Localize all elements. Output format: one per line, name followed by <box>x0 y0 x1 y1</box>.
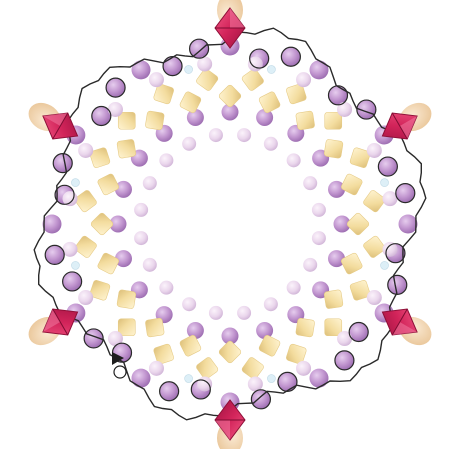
peach-drop-layer <box>23 0 436 449</box>
cream-cylinder-bead <box>74 189 98 213</box>
purple-round-bead <box>310 60 329 79</box>
pale-pink-round-bead <box>159 281 173 295</box>
pale-pink-round-bead <box>296 72 311 87</box>
light-blue-seed-bead <box>71 261 79 269</box>
pale-pink-round-bead <box>143 176 157 190</box>
cream-cylinder-bead <box>296 111 315 130</box>
pale-pink-round-bead <box>237 128 251 142</box>
cream-cylinder-bead <box>241 356 265 380</box>
cream-cylinder-bead <box>362 235 386 259</box>
cream-cylinder-bead <box>195 68 219 92</box>
light-blue-seed-bead <box>185 65 193 73</box>
light-blue-seed-bead <box>381 261 389 269</box>
pale-pink-round-bead <box>264 297 278 311</box>
pale-pink-round-bead <box>78 290 93 305</box>
cream-cylinder-bead <box>117 290 136 309</box>
pale-pink-round-bead <box>287 153 301 167</box>
pale-pink-round-bead <box>182 297 196 311</box>
cream-cylinder-bead <box>117 139 136 158</box>
pale-pink-round-bead <box>134 203 148 217</box>
purple-round-bead <box>310 369 329 388</box>
pale-pink-round-bead <box>312 203 326 217</box>
cream-cylinder-bead <box>324 290 343 309</box>
light-blue-seed-bead <box>381 179 389 187</box>
pale-pink-round-bead <box>296 361 311 376</box>
cream-cylinder-bead <box>218 84 242 108</box>
light-blue-seed-bead <box>71 179 79 187</box>
pale-pink-round-bead <box>237 306 251 320</box>
pale-pink-round-bead <box>209 128 223 142</box>
light-blue-seed-bead <box>267 375 275 383</box>
cream-cylinder-bead <box>296 318 315 337</box>
purple-round-bead <box>132 60 151 79</box>
cream-cylinder-bead <box>241 68 265 92</box>
cream-cylinder-bead <box>346 212 370 236</box>
pale-pink-round-bead <box>312 231 326 245</box>
cream-cylinder-bead <box>90 212 114 236</box>
cream-cylinder-bead <box>118 112 135 129</box>
pale-pink-round-bead <box>287 281 301 295</box>
pale-pink-round-bead <box>303 258 317 272</box>
pale-pink-round-bead <box>134 231 148 245</box>
light-blue-seed-bead <box>267 65 275 73</box>
cream-cylinder-bead <box>145 318 164 337</box>
pale-pink-round-bead <box>149 72 164 87</box>
pale-pink-round-bead <box>303 176 317 190</box>
cream-cylinder-bead <box>218 340 242 364</box>
inner-rings-layer <box>62 56 397 391</box>
pale-pink-round-bead <box>78 143 93 158</box>
pale-pink-round-bead <box>264 137 278 151</box>
purple-round-bead <box>399 215 418 234</box>
pale-pink-round-bead <box>159 153 173 167</box>
light-blue-seed-bead <box>185 375 193 383</box>
cream-cylinder-bead <box>325 319 342 336</box>
cream-cylinder-bead <box>325 112 342 129</box>
cream-cylinder-bead <box>195 356 219 380</box>
cream-cylinder-bead <box>324 139 343 158</box>
thread-start-bead-outline <box>114 366 126 378</box>
pale-pink-round-bead <box>143 258 157 272</box>
pale-pink-round-bead <box>182 137 196 151</box>
purple-round-bead <box>132 369 151 388</box>
cream-cylinder-bead <box>362 189 386 213</box>
pale-pink-round-bead <box>149 361 164 376</box>
purple-round-bead <box>43 215 62 234</box>
pale-pink-round-bead <box>367 290 382 305</box>
cream-cylinder-bead <box>145 111 164 130</box>
cream-cylinder-bead <box>74 235 98 259</box>
pale-pink-round-bead <box>367 143 382 158</box>
pale-pink-round-bead <box>209 306 223 320</box>
cream-cylinder-bead <box>118 319 135 336</box>
